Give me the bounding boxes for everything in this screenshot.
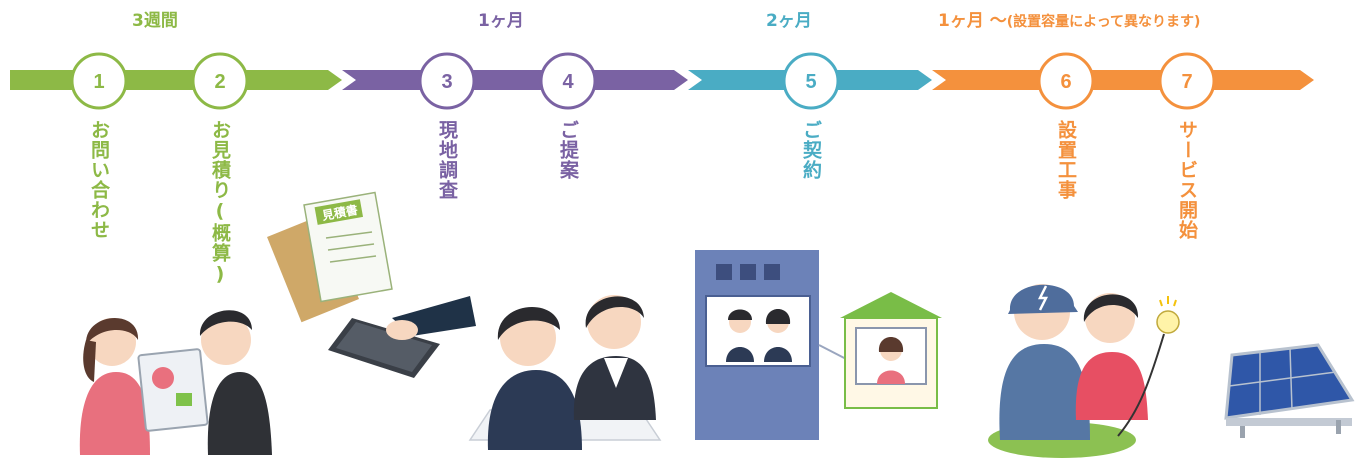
- phase-title-4-duration: 1ヶ月 〜: [938, 11, 1007, 31]
- step-circle-6: [1037, 52, 1095, 110]
- illustration-meeting: [468, 295, 662, 450]
- step-label-5: ご契約: [800, 120, 822, 180]
- step-number-6: 6: [1060, 71, 1071, 93]
- step-circle-3: [418, 52, 476, 110]
- step-label-1: お問い合わせ: [88, 120, 110, 240]
- phase-title-4: 1ヶ月 〜(設置容量によって異なります): [938, 6, 1200, 31]
- step-circle-5: [782, 52, 840, 110]
- step-label-4: ご提案: [557, 120, 579, 180]
- step-label-7: サービス開始: [1176, 120, 1198, 240]
- illustration-keyboard: [328, 296, 476, 378]
- phase-title-3: 2ヶ月: [766, 11, 812, 31]
- step-circle-7: [1158, 52, 1216, 110]
- phase-title-2: 1ヶ月: [478, 11, 524, 31]
- step-circle-2: [191, 52, 249, 110]
- phase-arrow-2: [342, 70, 688, 90]
- illustration-installation: [988, 284, 1180, 458]
- phase-title-1: 3週間: [132, 11, 178, 31]
- step-number-7: 7: [1181, 71, 1192, 93]
- step-label-6: 設置工事: [1055, 120, 1077, 200]
- illustration-consultation: [79, 310, 272, 455]
- step-circle-4: [539, 52, 597, 110]
- phase-arrow-4: [932, 70, 1314, 90]
- step-number-3: 3: [441, 71, 452, 93]
- illustration-estimate: 見積書: [267, 191, 393, 323]
- step-number-5: 5: [805, 71, 816, 93]
- estimate-document-title: 見積書: [320, 202, 359, 223]
- step-label-3: 現地調査: [436, 120, 458, 200]
- illustration-video-contract: [695, 250, 942, 440]
- phase-arrow-1: [10, 70, 342, 90]
- step-number-2: 2: [214, 71, 225, 93]
- step-label-2: お見積り(概算): [209, 120, 231, 286]
- step-circle-1: [70, 52, 128, 110]
- step-number-1: 1: [93, 71, 104, 93]
- phase-title-4-note: (設置容量によって異なります): [1006, 14, 1201, 30]
- step-number-4: 4: [562, 71, 574, 93]
- illustration-solar-panel: [1224, 343, 1355, 438]
